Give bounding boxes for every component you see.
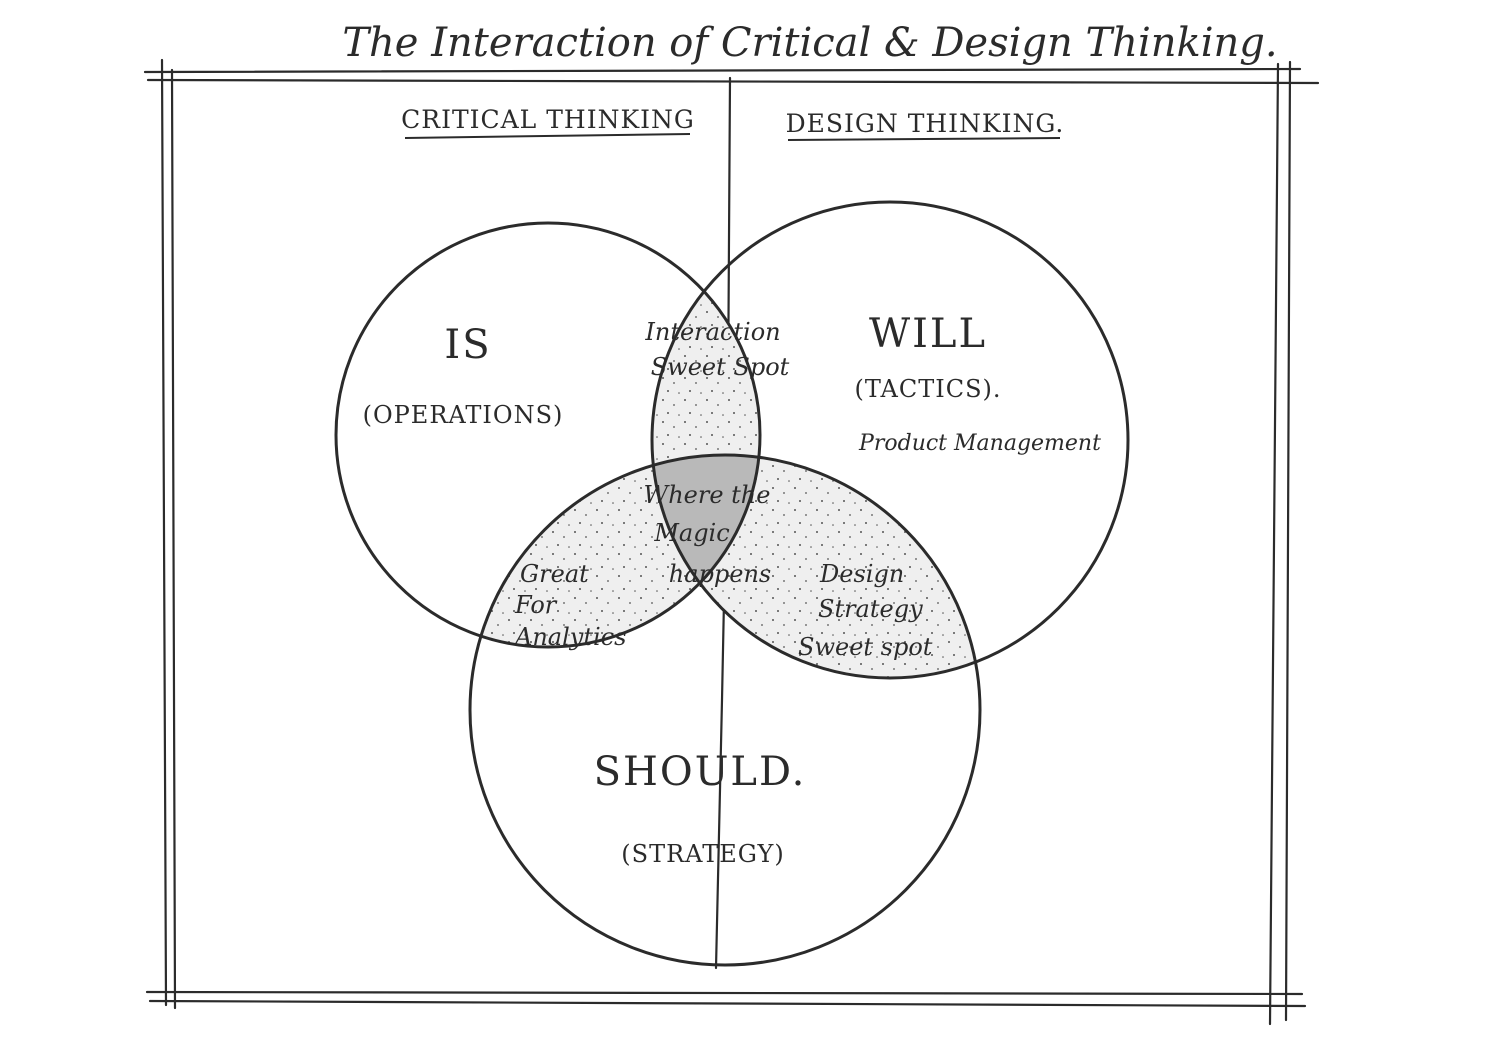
label-center-line2: Magic [653,519,729,547]
label-strategy: (STRATEGY) [621,840,784,868]
label-is: IS [444,322,491,368]
heading-left-underline [404,133,691,139]
label-operations: (OPERATIONS) [363,401,564,429]
label-design-strategy-line2: Strategy [818,595,923,623]
heading-critical-thinking: CRITICAL THINKING [401,105,695,134]
label-interaction-line2: Sweet Spot [651,353,790,381]
label-center-line3: happens [669,560,771,588]
label-design-strategy-line3: Sweet spot [798,633,933,661]
overlap-fills [470,223,980,678]
heading-right-underline [787,137,1061,141]
frame-border [143,58,1320,1026]
label-analytics-line1: Great [520,560,589,588]
circle-should [468,453,982,967]
label-analytics-line3: Analytics [513,623,626,651]
heading-design-thinking: DESIGN THINKING. [786,109,1065,138]
label-will: WILL [869,311,987,357]
label-product-management: Product Management [858,431,1101,456]
circle-outlines [334,200,1130,967]
label-analytics-line2: For [514,591,558,619]
label-should: SHOULD. [594,749,807,795]
label-interaction-line1: Interaction [644,318,780,346]
page-title: The Interaction of Critical & Design Thi… [342,20,1277,66]
circle-will [650,200,1130,680]
circle-is [334,221,762,649]
label-tactics: (TACTICS). [854,375,1001,403]
label-design-strategy-line1: Design [819,560,904,588]
label-center-line1: Where the [644,481,771,509]
